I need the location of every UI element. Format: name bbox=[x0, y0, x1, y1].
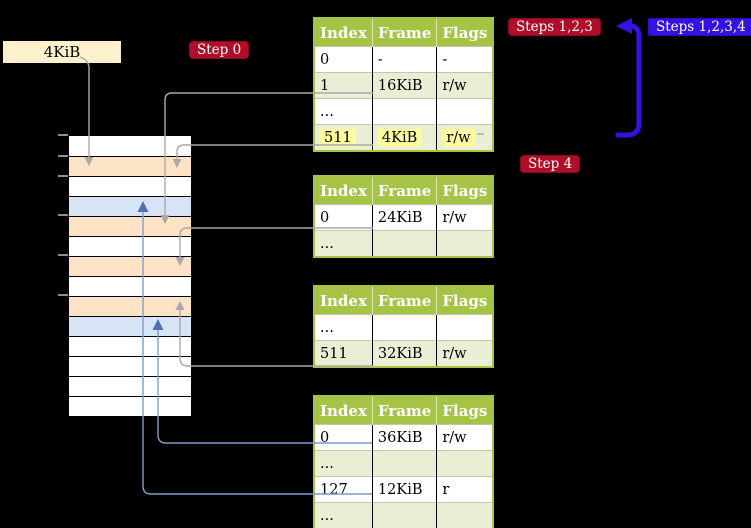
cell-frame: 4KiB bbox=[377, 128, 422, 147]
cell-index: 511 bbox=[320, 128, 356, 147]
table-row: 1 16KiB r/w bbox=[314, 72, 494, 99]
table-row: ... bbox=[314, 98, 494, 125]
memory-address-ticks bbox=[58, 134, 68, 296]
cell-flags: r/w bbox=[442, 77, 467, 94]
cell-frame: 16KiB bbox=[377, 77, 423, 94]
cell-frame: 36KiB bbox=[377, 429, 423, 446]
table-row: 127 12KiB r bbox=[314, 476, 494, 503]
page-table-3: Index Frame Flags ... 511 32KiB r/w bbox=[313, 285, 495, 368]
cell-index: ... bbox=[320, 455, 334, 472]
cell-index: 0 bbox=[320, 429, 330, 446]
cell-index: 1 bbox=[320, 77, 330, 94]
col-header-frame: Frame bbox=[372, 176, 438, 205]
col-header-index: Index bbox=[314, 396, 373, 425]
steps123-badge: Steps 1,2,3 bbox=[508, 18, 601, 36]
cell-frame: 24KiB bbox=[377, 209, 423, 226]
memory-frame-row bbox=[69, 396, 191, 416]
table-row: 0 36KiB r/w bbox=[314, 424, 494, 451]
steps1234-badge: Steps 1,2,3,4 bbox=[648, 18, 751, 36]
memory-frame-row bbox=[69, 356, 191, 376]
table-header-row: Index Frame Flags bbox=[314, 176, 494, 205]
col-header-flags: Flags bbox=[436, 396, 494, 425]
table-row-highlighted: 511 4KiB r/w bbox=[314, 124, 494, 151]
cell-flags: r/w bbox=[442, 209, 467, 226]
physical-memory-column bbox=[68, 135, 192, 417]
col-header-frame: Frame bbox=[372, 18, 438, 47]
col-header-flags: Flags bbox=[436, 286, 494, 315]
memory-frame-row bbox=[69, 336, 191, 356]
page-table-4: Index Frame Flags 0 36KiB r/w ... 127 12… bbox=[313, 395, 495, 528]
table-row: 0 - - bbox=[314, 46, 494, 73]
col-header-frame: Frame bbox=[372, 396, 438, 425]
memory-frame-row bbox=[69, 276, 191, 296]
table-row: ... bbox=[314, 502, 494, 528]
cell-index: ... bbox=[320, 103, 334, 120]
page-table-1: Index Frame Flags 0 - - 1 16KiB r/w ... … bbox=[313, 17, 495, 152]
cell-frame: 12KiB bbox=[377, 481, 423, 498]
table-row: ... bbox=[314, 230, 494, 257]
memory-frame-row bbox=[69, 196, 191, 216]
cell-index: 127 bbox=[320, 481, 348, 498]
memory-frame-row bbox=[69, 236, 191, 256]
memory-frame-row bbox=[69, 156, 191, 176]
cell-index: 0 bbox=[320, 51, 330, 68]
memory-frame-row bbox=[69, 316, 191, 336]
cell-index: ... bbox=[320, 319, 334, 336]
table-row: ... bbox=[314, 450, 494, 477]
col-header-index: Index bbox=[314, 18, 373, 47]
col-header-index: Index bbox=[314, 176, 373, 205]
col-header-index: Index bbox=[314, 286, 373, 315]
memory-frame-row bbox=[69, 376, 191, 396]
memory-frame-row bbox=[69, 216, 191, 236]
step4-badge: Step 4 bbox=[520, 155, 581, 173]
table-row: 511 32KiB r/w bbox=[314, 340, 494, 367]
cell-frame: 32KiB bbox=[377, 345, 423, 362]
page-table-2: Index Frame Flags 0 24KiB r/w ... bbox=[313, 175, 495, 258]
memory-frame-row bbox=[69, 176, 191, 196]
table-header-row: Index Frame Flags bbox=[314, 286, 494, 315]
cell-index: 511 bbox=[320, 345, 348, 362]
loop-arrow-steps bbox=[615, 18, 642, 138]
memory-frame-row bbox=[69, 296, 191, 316]
table-header-row: Index Frame Flags bbox=[314, 18, 494, 47]
frame-size-label: 4KiB bbox=[3, 41, 121, 63]
cell-index: ... bbox=[320, 507, 334, 524]
table-row: ... bbox=[314, 314, 494, 341]
cell-flags: r bbox=[442, 481, 450, 498]
cell-flags: r/w bbox=[442, 345, 467, 362]
cell-flags: r/w bbox=[442, 429, 467, 446]
memory-frame-row bbox=[69, 256, 191, 276]
table-row: 0 24KiB r/w bbox=[314, 204, 494, 231]
col-header-flags: Flags bbox=[436, 18, 494, 47]
step0-badge: Step 0 bbox=[189, 41, 250, 59]
col-header-frame: Frame bbox=[372, 286, 438, 315]
cell-frame: - bbox=[377, 51, 383, 68]
cell-flags: - bbox=[442, 51, 448, 68]
col-header-flags: Flags bbox=[436, 176, 494, 205]
table-header-row: Index Frame Flags bbox=[314, 396, 494, 425]
memory-frame-row bbox=[69, 136, 191, 156]
cell-index: 0 bbox=[320, 209, 330, 226]
cell-index: ... bbox=[320, 235, 334, 252]
cell-flags: r/w bbox=[442, 128, 475, 147]
